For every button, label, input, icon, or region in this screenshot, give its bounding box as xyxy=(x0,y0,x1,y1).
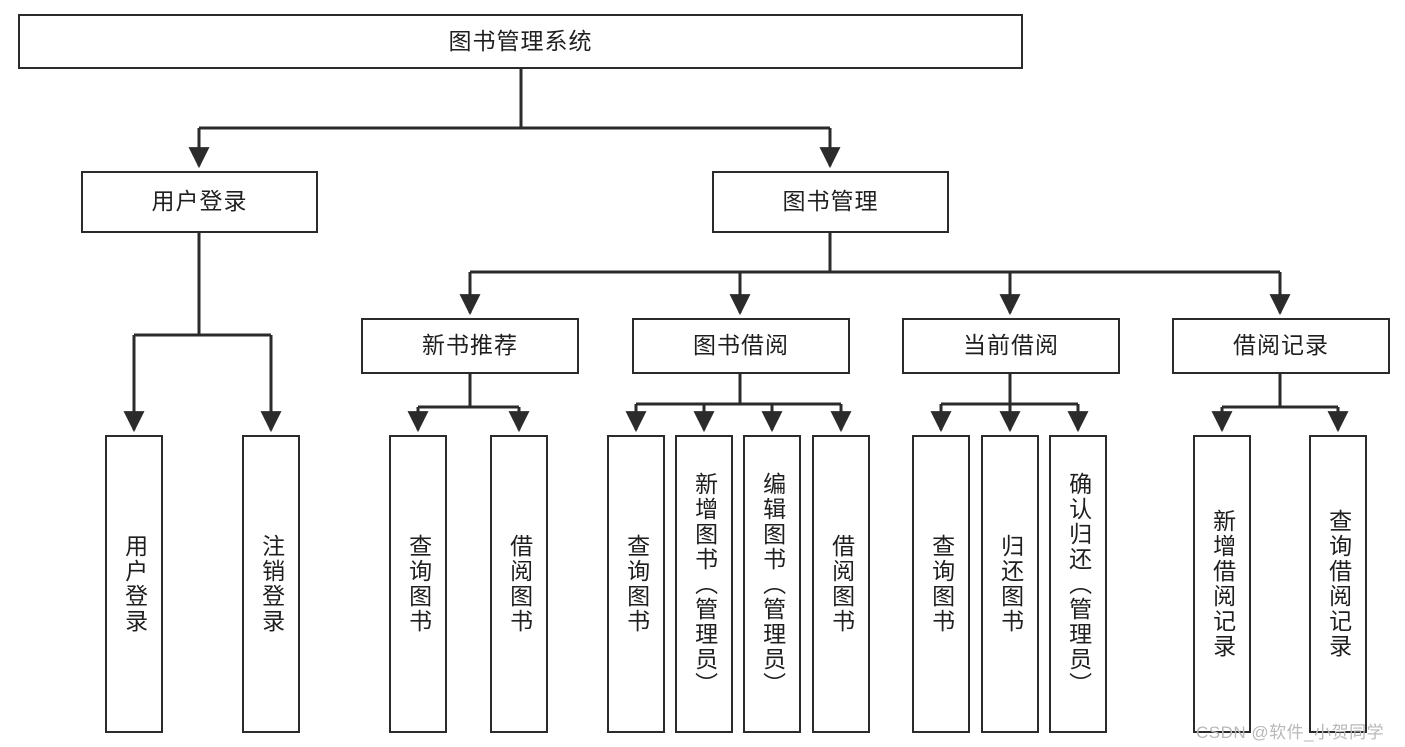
node-leaf-add-book[interactable]: 新增图书（管理员） xyxy=(675,435,733,733)
node-borrow-record-label: 借阅记录 xyxy=(1233,332,1329,359)
node-leaf-borrow-book-2-label: 借阅图书 xyxy=(828,534,855,634)
node-leaf-user-login-label: 用户登录 xyxy=(121,534,148,634)
node-leaf-add-book-label: 新增图书（管理员） xyxy=(691,471,718,697)
node-leaf-return-book[interactable]: 归还图书 xyxy=(981,435,1039,733)
node-current-borrow[interactable]: 当前借阅 xyxy=(902,318,1120,374)
node-leaf-user-login[interactable]: 用户登录 xyxy=(105,435,163,733)
node-book-manage[interactable]: 图书管理 xyxy=(712,171,949,233)
node-root-label: 图书管理系统 xyxy=(448,27,593,54)
node-leaf-query-book-1[interactable]: 查询图书 xyxy=(389,435,447,733)
node-leaf-add-record-label: 新增借阅记录 xyxy=(1209,509,1236,659)
csdn-watermark: CSDN @软件_小贺同学 xyxy=(1196,723,1385,742)
node-leaf-edit-book[interactable]: 编辑图书（管理员） xyxy=(743,435,801,733)
node-leaf-return-book-label: 归还图书 xyxy=(997,534,1024,634)
node-leaf-query-book-2[interactable]: 查询图书 xyxy=(607,435,665,733)
node-leaf-borrow-book-1[interactable]: 借阅图书 xyxy=(490,435,548,733)
node-leaf-query-record[interactable]: 查询借阅记录 xyxy=(1309,435,1367,733)
node-leaf-query-book-3[interactable]: 查询图书 xyxy=(912,435,970,733)
node-leaf-query-record-label: 查询借阅记录 xyxy=(1325,509,1352,659)
node-borrow-record[interactable]: 借阅记录 xyxy=(1172,318,1390,374)
node-new-book-rec[interactable]: 新书推荐 xyxy=(361,318,579,374)
node-leaf-borrow-book-1-label: 借阅图书 xyxy=(506,534,533,634)
node-leaf-borrow-book-2[interactable]: 借阅图书 xyxy=(812,435,870,733)
node-user-login-label: 用户登录 xyxy=(151,188,248,215)
node-leaf-confirm-return[interactable]: 确认归还（管理员） xyxy=(1049,435,1107,733)
node-book-manage-label: 图书管理 xyxy=(782,188,879,215)
node-book-borrow[interactable]: 图书借阅 xyxy=(632,318,850,374)
node-leaf-add-record[interactable]: 新增借阅记录 xyxy=(1193,435,1251,733)
node-leaf-query-book-1-label: 查询图书 xyxy=(405,534,432,634)
node-root[interactable]: 图书管理系统 xyxy=(18,14,1023,69)
node-leaf-query-book-3-label: 查询图书 xyxy=(928,534,955,634)
node-leaf-query-book-2-label: 查询图书 xyxy=(623,534,650,634)
node-leaf-logout-label: 注销登录 xyxy=(258,534,285,634)
node-user-login[interactable]: 用户登录 xyxy=(81,171,318,233)
node-book-borrow-label: 图书借阅 xyxy=(693,332,789,359)
node-leaf-confirm-return-label: 确认归还（管理员） xyxy=(1065,471,1092,697)
node-leaf-logout[interactable]: 注销登录 xyxy=(242,435,300,733)
node-current-borrow-label: 当前借阅 xyxy=(963,332,1059,359)
node-new-book-rec-label: 新书推荐 xyxy=(422,332,518,359)
node-leaf-edit-book-label: 编辑图书（管理员） xyxy=(759,471,786,697)
